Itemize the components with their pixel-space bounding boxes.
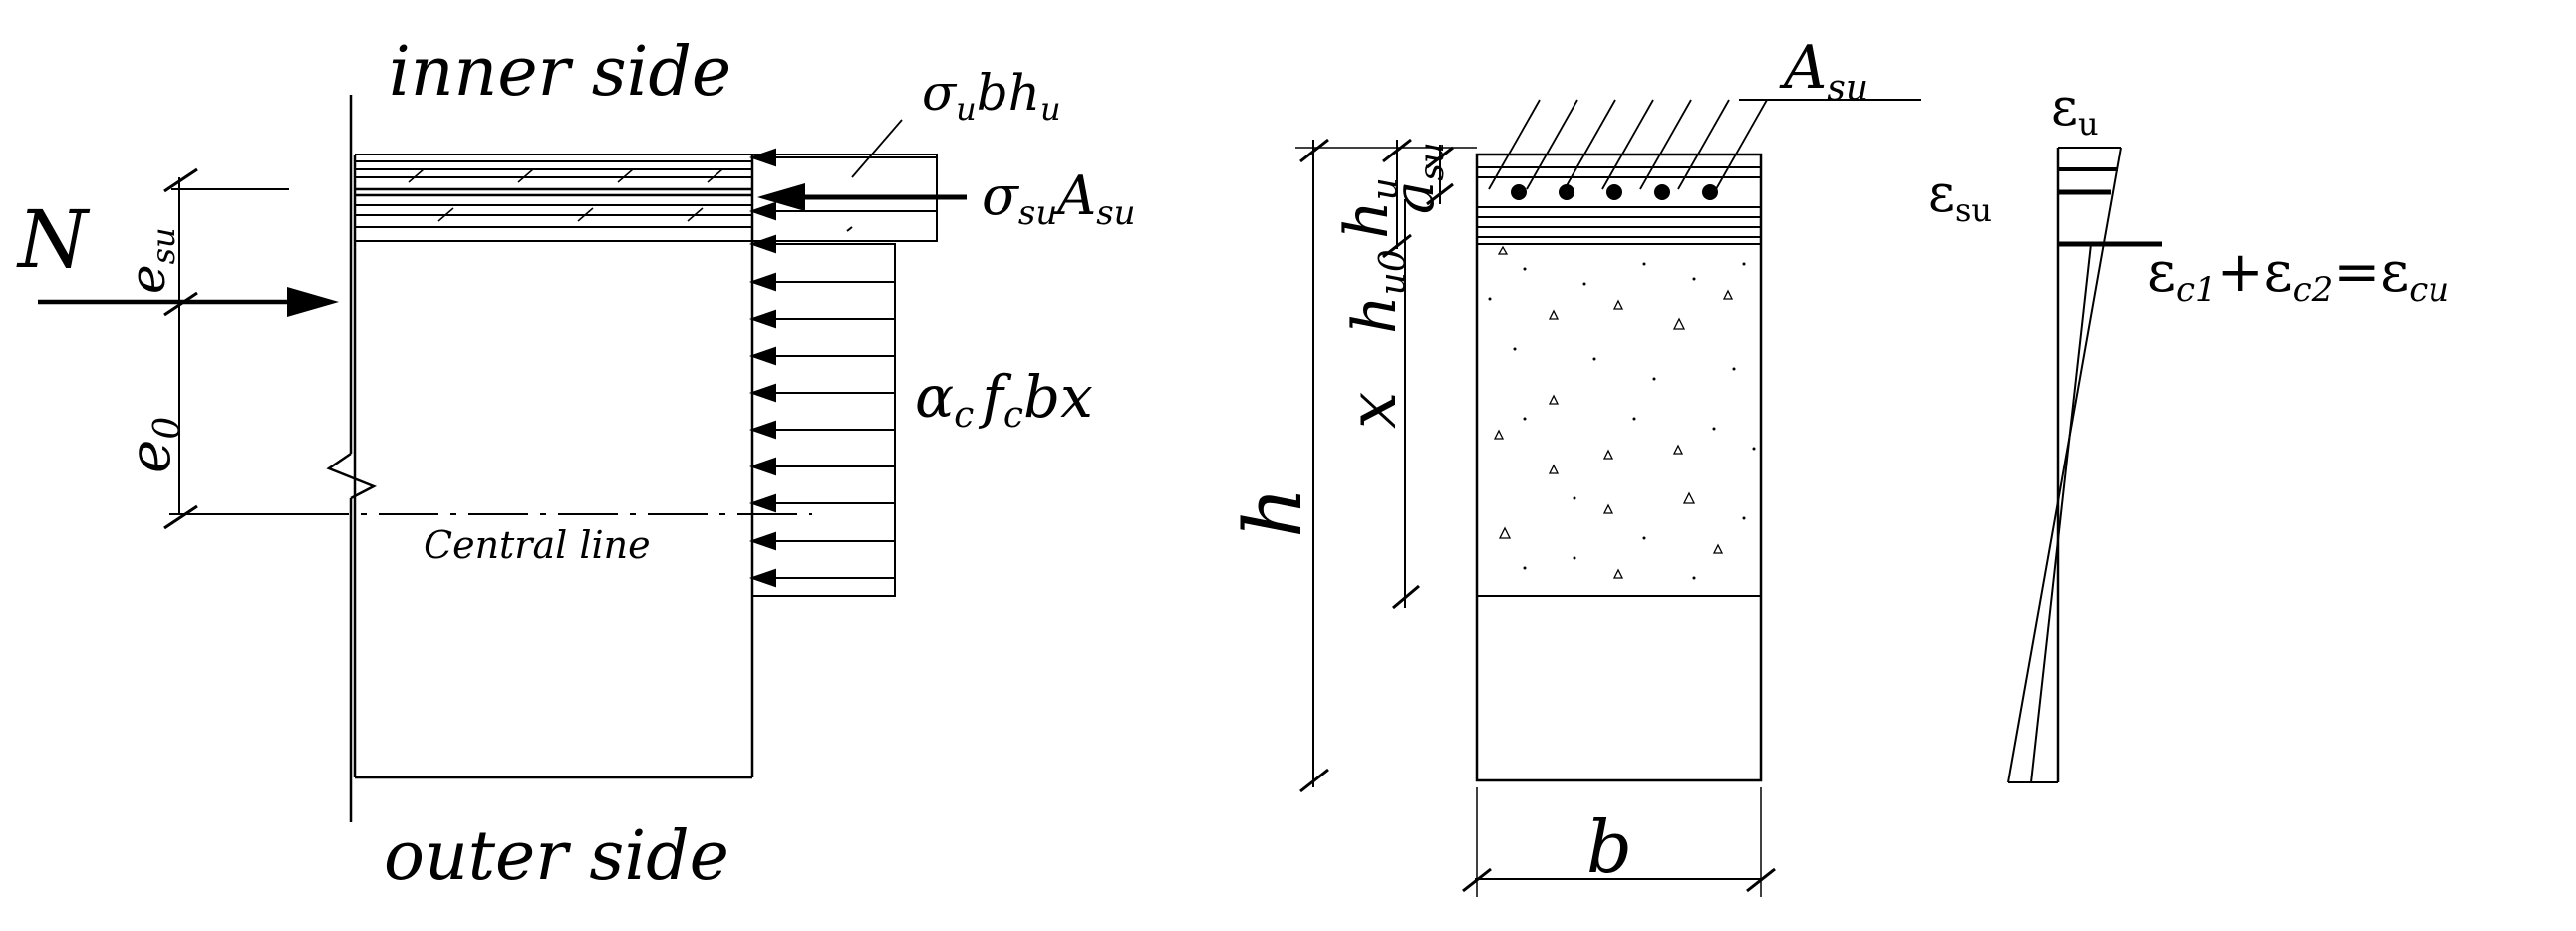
h-u-label: hu [1332, 177, 1406, 239]
break-mark [326, 452, 377, 500]
eccentricity-dimension [163, 167, 289, 530]
force-diagram: inner side outer side Central line N σub… [16, 33, 1136, 896]
section-dimensions [1295, 138, 1776, 897]
steel-force-arrow [757, 183, 967, 211]
concrete-dots [1488, 262, 1756, 580]
x-label: x [1334, 392, 1411, 429]
uhpc-force-leader [851, 119, 903, 178]
section-outline [1475, 153, 1763, 782]
outer-side-label: outer side [384, 817, 729, 896]
uhpc-hatch [1488, 99, 1768, 190]
e-su-label: esu [119, 227, 182, 294]
axial-force-arrow [38, 287, 339, 317]
b-label: b [1586, 805, 1632, 889]
steel-force-label: σsuAsu [982, 164, 1136, 233]
concrete-texture [1493, 245, 1734, 579]
central-line-label: Central line [424, 523, 651, 567]
inner-side-label: inner side [389, 33, 731, 112]
e-0-label: e0 [116, 417, 188, 473]
uhpc-layer-lines [1477, 166, 1761, 245]
strain-diagram: εu εsu εc1+εc2=εcu [1928, 78, 2449, 783]
eps-su-label: εsu [1928, 164, 1992, 229]
eps-sum-label: εc1+εc2=εcu [2147, 240, 2449, 310]
eps-u-label: εu [2051, 78, 2099, 143]
cross-section: Asu h x b hu asu hu0 [1227, 33, 1921, 897]
a-su-dim-label: asu [1382, 142, 1452, 214]
uhpc-force-label: σubhu [922, 64, 1061, 128]
stress-arrows [748, 148, 937, 588]
axial-force-label: N [16, 193, 91, 286]
h-label: h [1227, 486, 1319, 538]
a-su-label: Asu [1779, 33, 1868, 109]
uhpc-layer [355, 154, 752, 242]
steel-bars [1511, 184, 1718, 200]
strain-line-total [2007, 147, 2122, 783]
strain-line-concrete [2030, 243, 2092, 783]
h-u0-label: hu0 [1340, 249, 1414, 334]
